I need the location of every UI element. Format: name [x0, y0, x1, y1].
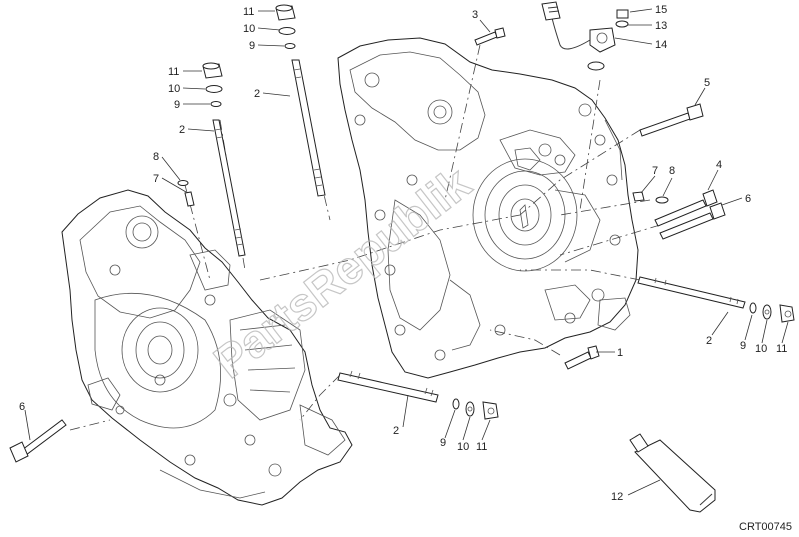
right-crankcase-half — [337, 37, 639, 379]
callout-6: 6 — [19, 401, 25, 413]
callout-9: 9 — [440, 437, 446, 449]
drawing-code: CRT00745 — [739, 521, 792, 533]
callout-2: 2 — [393, 425, 399, 437]
bolts-bottom — [9, 370, 716, 513]
callout-10: 10 — [755, 343, 767, 355]
callout-2: 2 — [706, 335, 712, 347]
callout-10: 10 — [457, 441, 469, 453]
callout-labels: 11 10 9 2 11 10 9 2 8 7 3 15 13 14 5 7 8… — [19, 4, 787, 503]
callout-5: 5 — [704, 77, 710, 89]
bolts-right — [564, 189, 795, 370]
callout-13: 13 — [655, 20, 667, 32]
callout-11: 11 — [168, 66, 179, 78]
callout-11: 11 — [476, 441, 487, 453]
studs-left — [177, 4, 326, 257]
leader-lines — [24, 8, 789, 496]
callout-7: 7 — [652, 165, 658, 177]
callout-9: 9 — [249, 40, 255, 52]
callout-6: 6 — [745, 193, 751, 205]
bolts-top-right — [474, 1, 704, 137]
callout-2: 2 — [254, 88, 260, 100]
callout-10: 10 — [168, 83, 180, 95]
callout-11: 11 — [776, 343, 787, 355]
callout-9: 9 — [740, 340, 746, 352]
callout-3: 3 — [472, 9, 478, 21]
callout-4: 4 — [716, 159, 722, 171]
callout-2: 2 — [179, 124, 185, 136]
callout-9: 9 — [174, 99, 180, 111]
left-crankcase-half — [61, 189, 353, 506]
callout-11: 11 — [243, 6, 254, 18]
callout-10: 10 — [243, 23, 255, 35]
callout-8: 8 — [669, 165, 675, 177]
callout-14: 14 — [655, 39, 667, 51]
callout-1: 1 — [617, 347, 623, 359]
callout-8: 8 — [153, 151, 159, 163]
callout-7: 7 — [153, 173, 159, 185]
callout-15: 15 — [655, 4, 667, 16]
callout-12: 12 — [611, 491, 623, 503]
